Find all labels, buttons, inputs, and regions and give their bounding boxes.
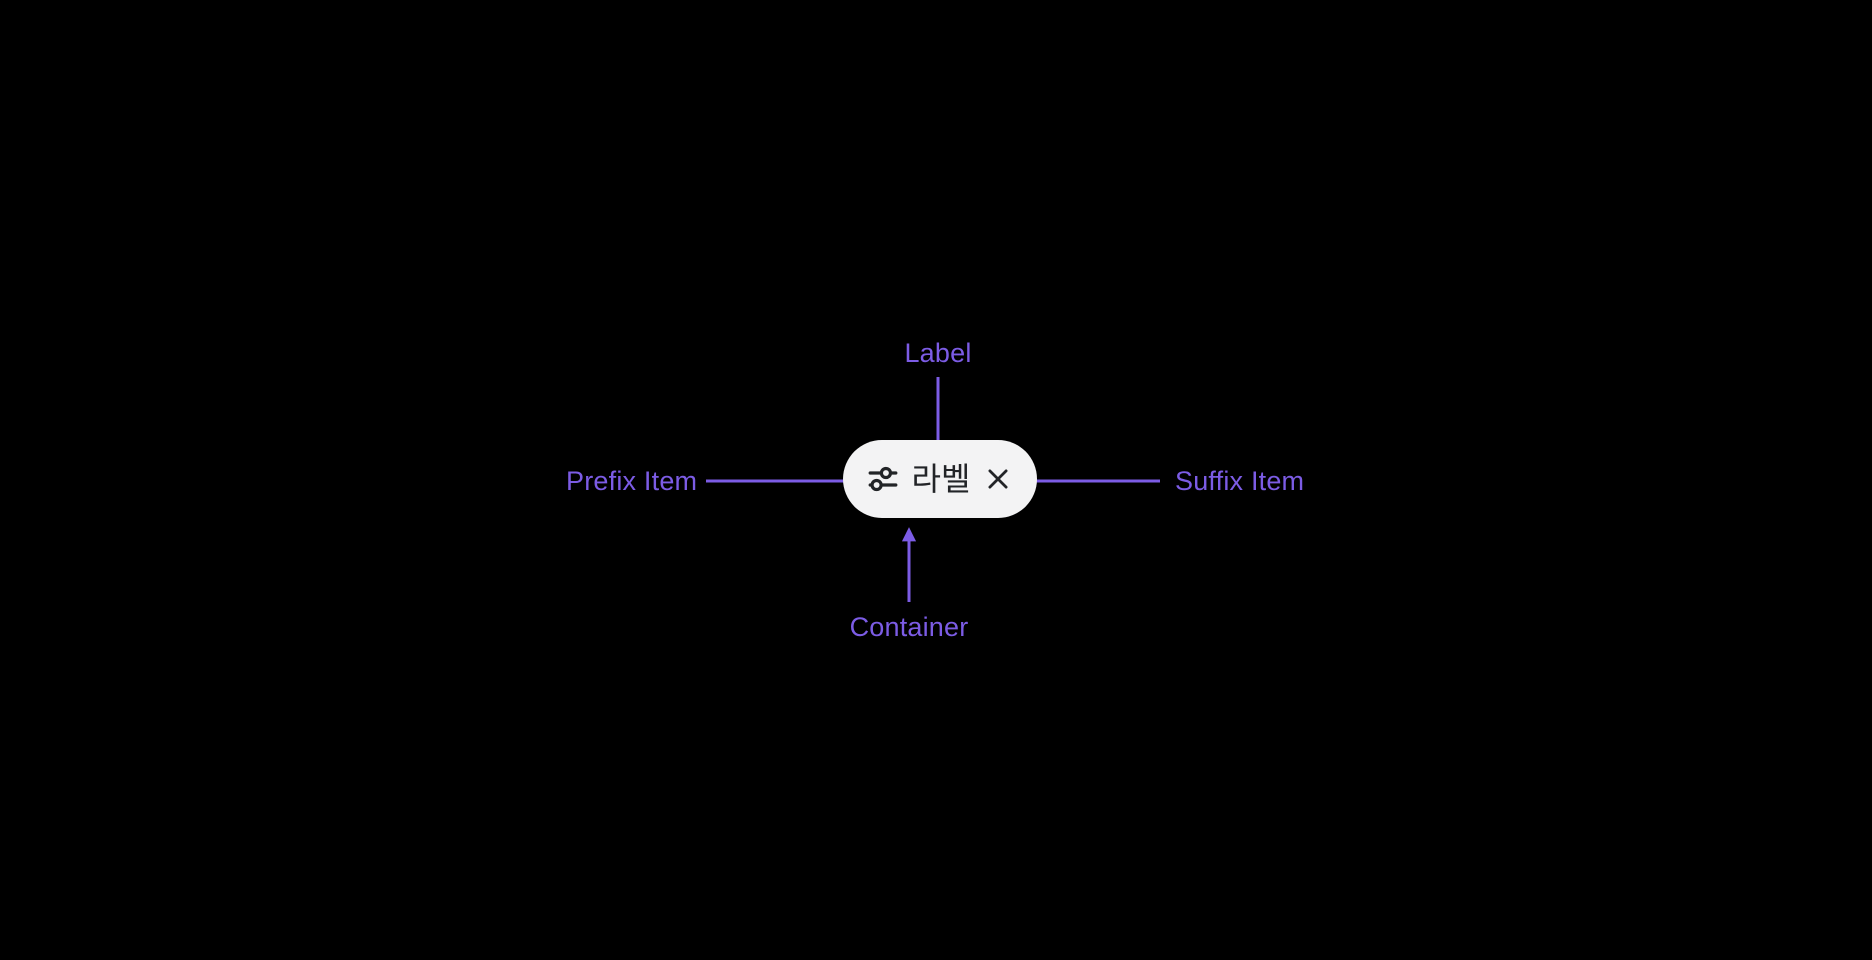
chip-label: 라벨: [911, 461, 971, 497]
chip-container[interactable]: 라벨: [843, 440, 1037, 518]
sliders-icon: [867, 463, 899, 495]
container-annotation: Container: [849, 612, 969, 642]
prefix-item-annotation: Prefix Item: [566, 466, 698, 496]
label-annotation: Label: [904, 338, 972, 368]
close-icon[interactable]: [983, 464, 1013, 494]
suffix-item-annotation: Suffix Item: [1175, 466, 1305, 496]
